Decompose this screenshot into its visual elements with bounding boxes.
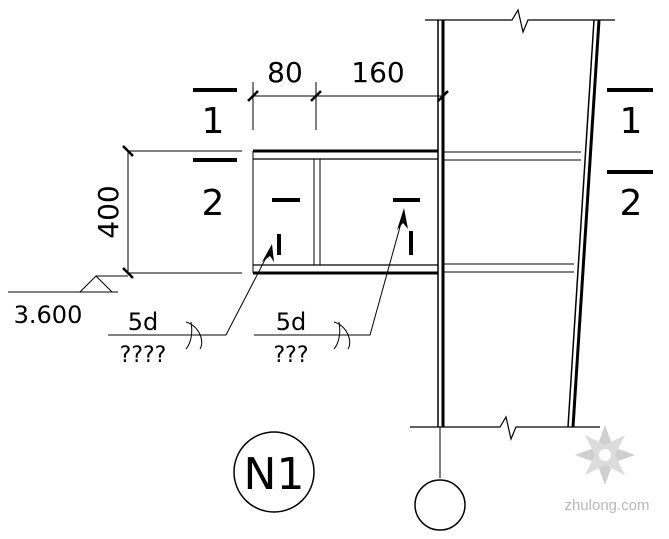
weld-marks [272, 198, 420, 255]
elevation-value: 3.600 [14, 301, 83, 329]
weld-left-tail-icon [185, 321, 203, 350]
section-label-left-2: 2 [202, 183, 225, 224]
dimension-160: 160 [351, 56, 404, 89]
detail-label: N1 [244, 449, 305, 500]
leader-arrow-left [262, 244, 274, 262]
weld-leaders [108, 215, 404, 336]
section-label-right-2: 2 [620, 183, 643, 224]
section-label-left-1: 1 [202, 101, 225, 142]
weld-left-spec: ???? [120, 343, 167, 368]
detail-label-circle [233, 431, 315, 513]
vertical-dimension [122, 145, 242, 279]
column-right-flange [567, 19, 601, 428]
section-label-right-1: 1 [620, 101, 643, 142]
dimension-80: 80 [267, 56, 303, 89]
watermark-text: zhulong.com [564, 497, 649, 514]
dimension-400: 400 [92, 185, 125, 238]
watermark-logo-icon [575, 425, 635, 485]
top-break-line [425, 8, 615, 34]
horizontal-dimension [247, 82, 449, 130]
weld-right-spec: ??? [273, 343, 308, 368]
section-mark-left [193, 88, 237, 162]
column-stiffeners [443, 151, 581, 273]
leader-arrow-right [397, 208, 408, 230]
bottom-break-line [410, 415, 600, 441]
beam [252, 149, 438, 275]
axis-bubble [414, 479, 466, 531]
elevation-marker [8, 275, 128, 293]
weld-right-tail-icon [333, 321, 351, 350]
weld-right-size: 5d [276, 308, 307, 336]
section-mark-right [607, 88, 653, 174]
watermark: zhulong.com [564, 425, 650, 514]
column-left-flange [437, 20, 445, 427]
weld-left-size: 5d [128, 308, 159, 336]
